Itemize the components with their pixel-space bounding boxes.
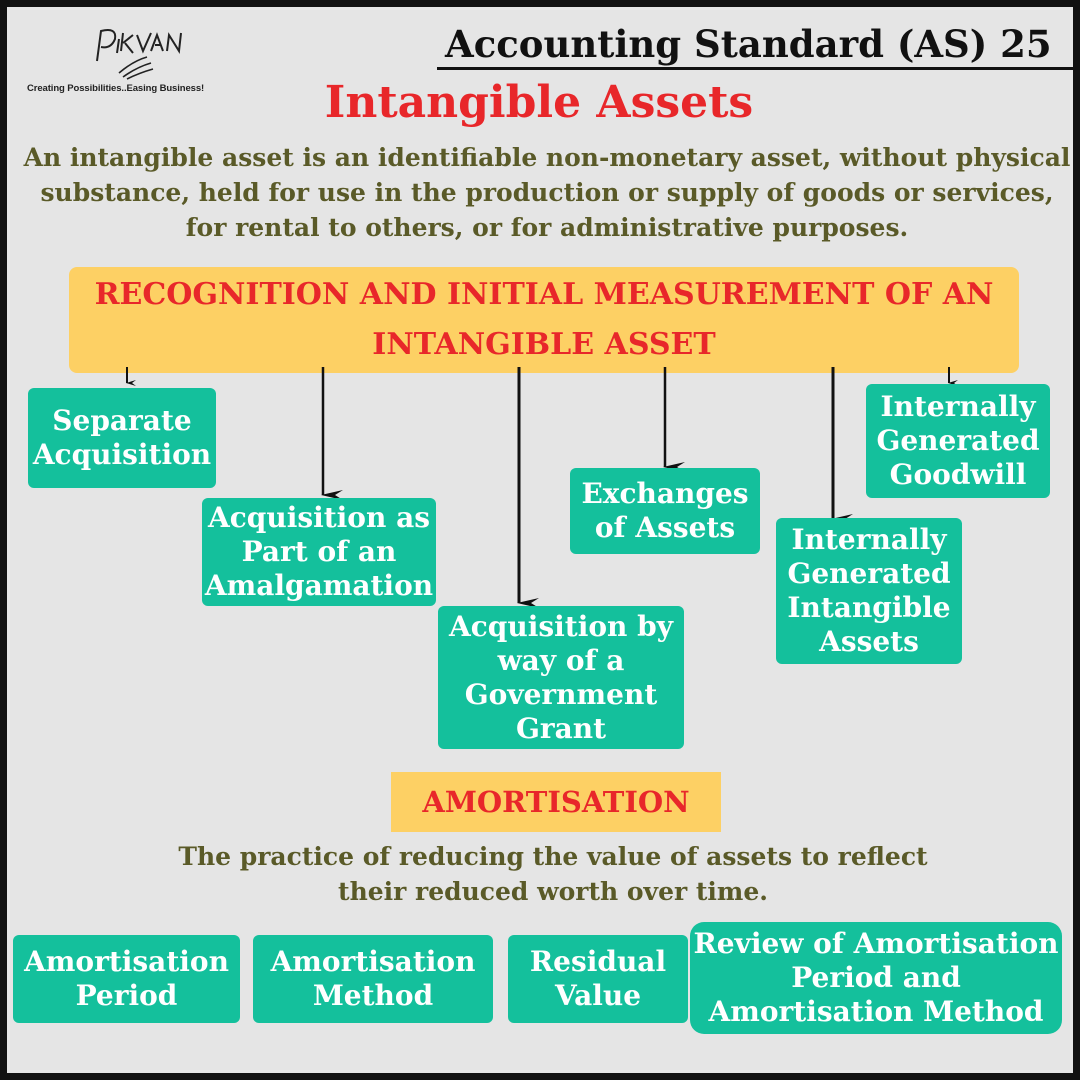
box-separate-acquisition: Separate Acquisition [28,388,216,488]
definition-text: An intangible asset is an identifiable n… [23,143,1071,242]
box-amortisation-period: Amortisation Period [13,935,240,1023]
page-title: Intangible Assets [7,77,1073,128]
box-review-amortisation: Review of Amortisation Period and Amorti… [690,922,1062,1034]
box-acquisition-amalgamation: Acquisition as Part of an Amalgamation [202,498,436,606]
page-title-text: Intangible Assets [324,77,754,128]
box-internally-generated-goodwill: Internally Generated Goodwill [866,384,1050,498]
recognition-banner: RECOGNITION AND INITIAL MEASUREMENT OF A… [69,267,1019,373]
logo-signature-icon [96,29,182,80]
logo-tagline: Creating Possibilities..Easing Business! [27,83,205,94]
box-exchanges-of-assets: Exchanges of Assets [570,468,760,554]
box-internally-generated-intangible-assets: Internally Generated Intangible Assets [776,518,962,664]
connector-arrows [126,367,958,608]
amortisation-banner: AMORTISATION [391,772,721,832]
standard-heading: Accounting Standard (AS) 25 [437,21,1076,70]
amortisation-description: The practice of reducing the value of as… [178,842,928,906]
logo: Creating Possibilities..Easing Business! [27,21,257,101]
box-government-grant: Acquisition by way of a Government Grant [438,606,684,749]
standard-heading-text: Accounting Standard (AS) 25 [437,21,1076,70]
box-residual-value: Residual Value [508,935,688,1023]
box-amortisation-method: Amortisation Method [253,935,493,1023]
